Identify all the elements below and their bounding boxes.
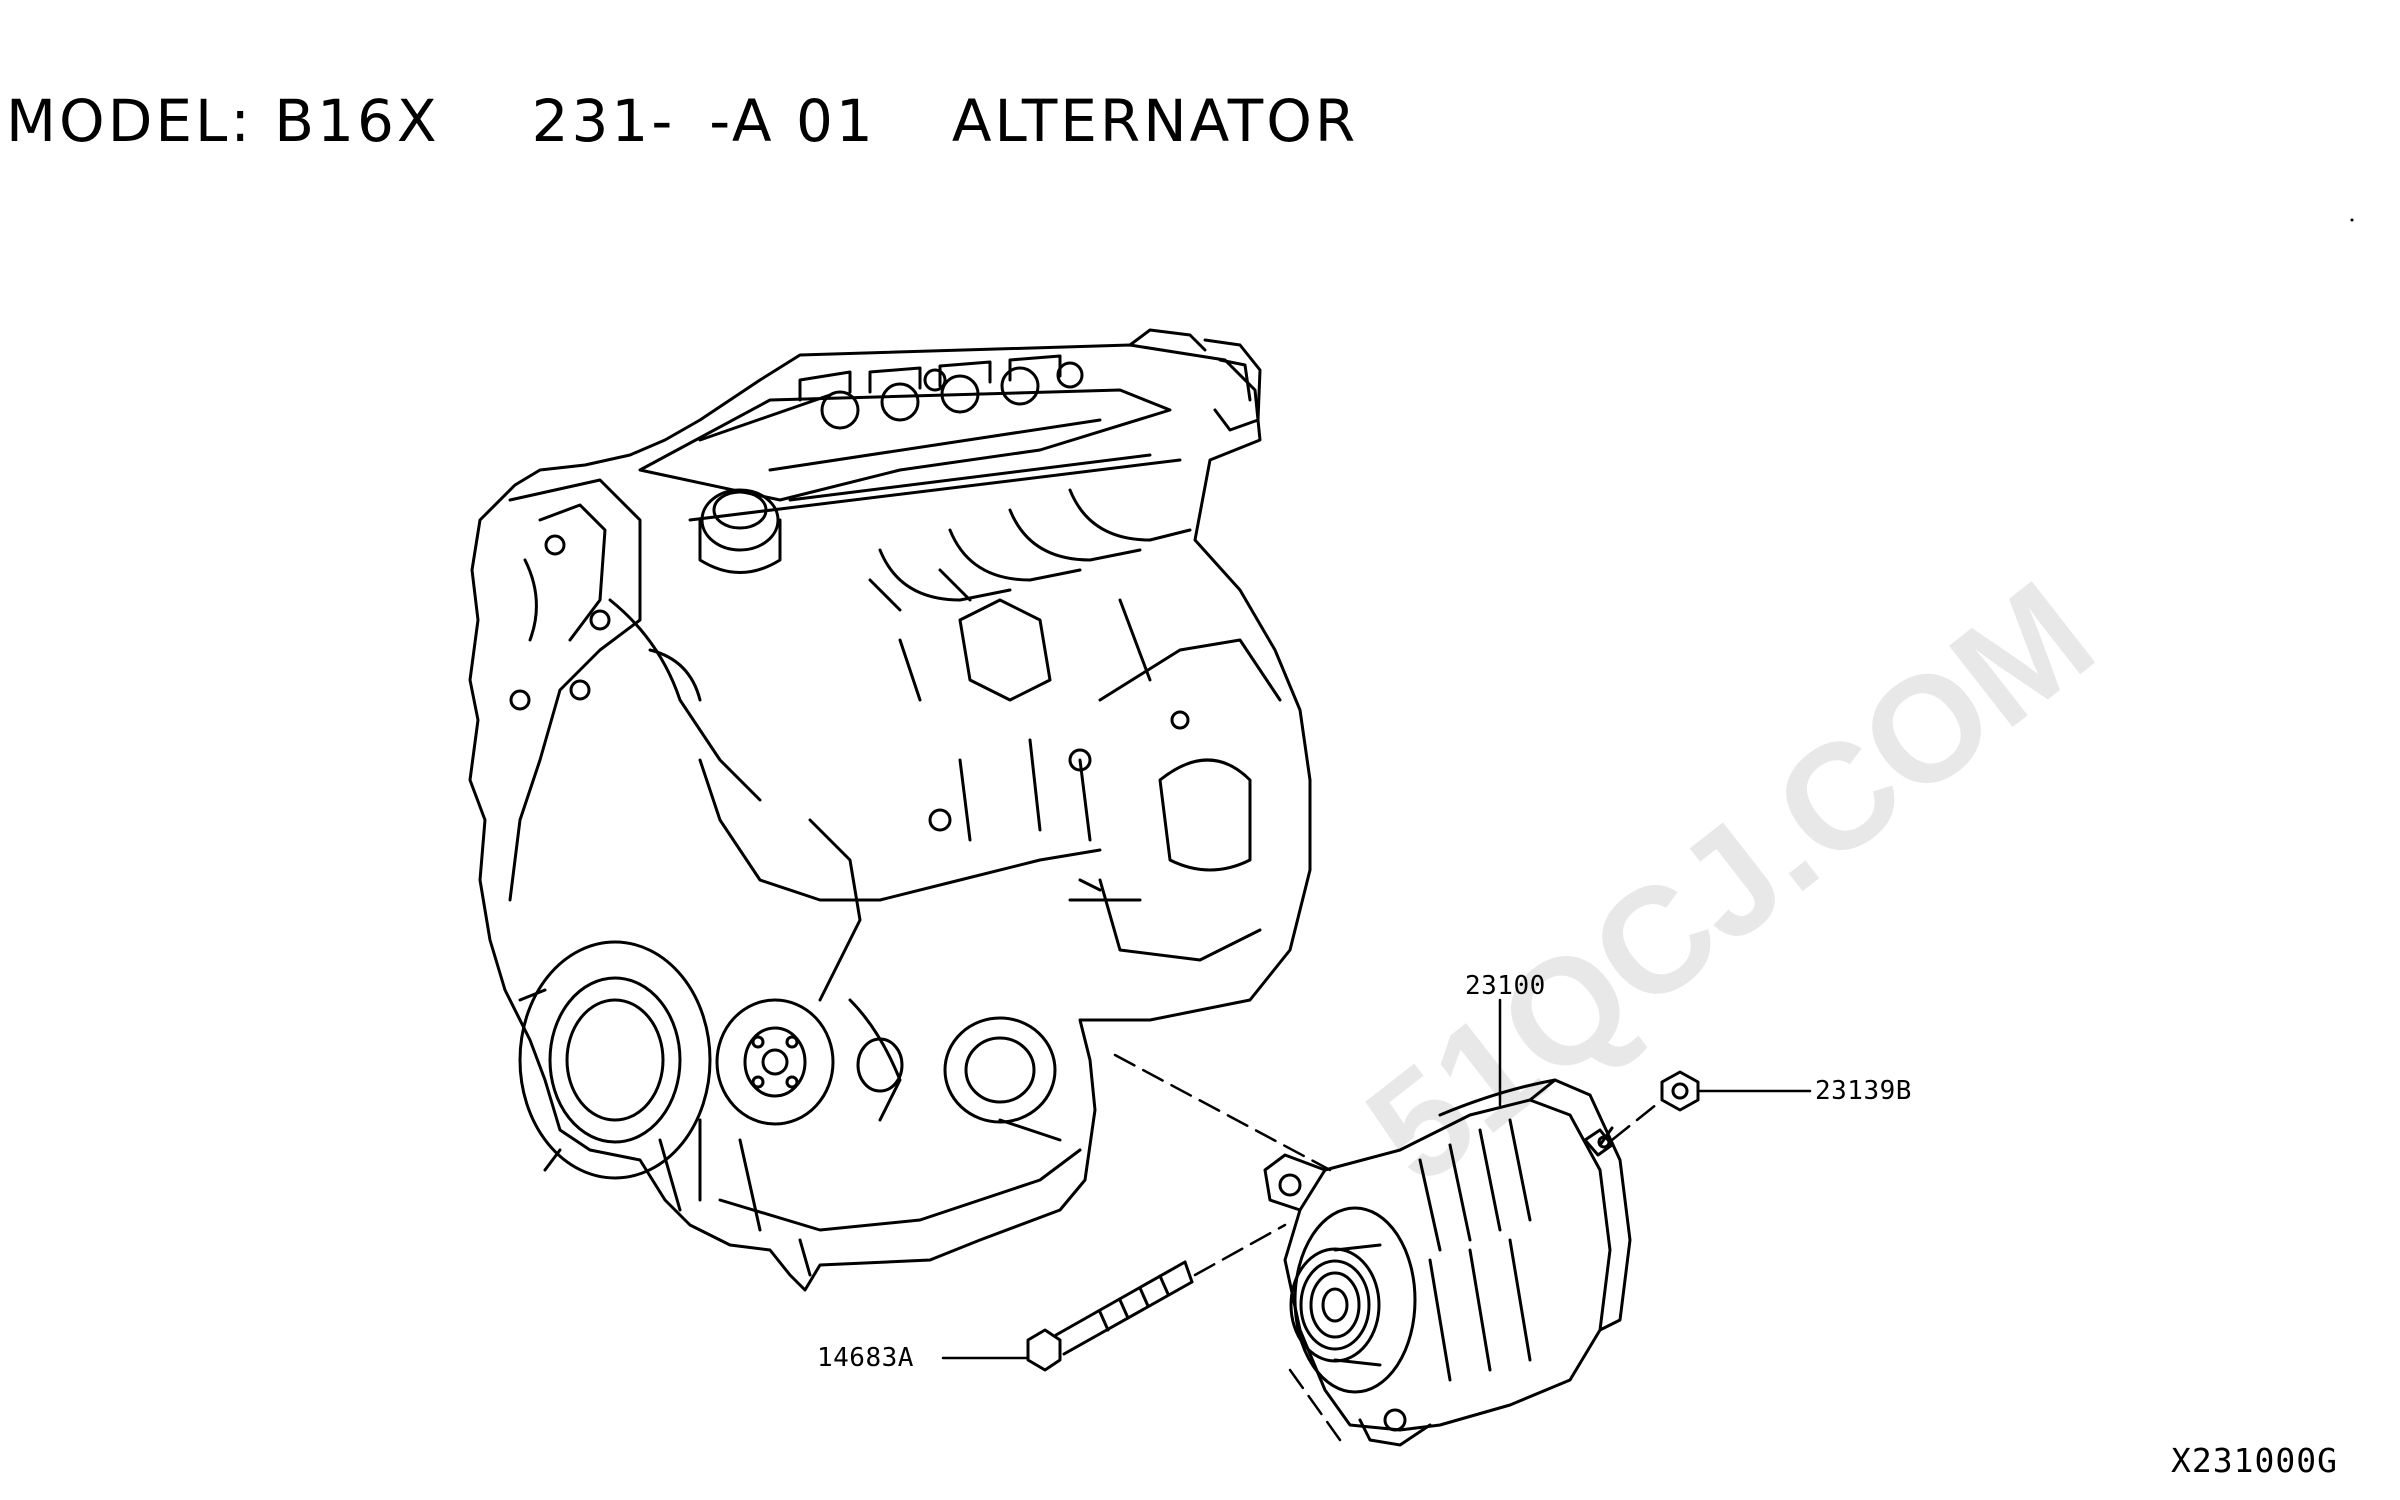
watermark: 51QCJ.COM (1336, 549, 2123, 1215)
diagram-title: ALTERNATOR (951, 87, 1359, 155)
callout-bolt: 14683A (817, 1343, 914, 1373)
stray-dot (2350, 218, 2354, 222)
engine-block (468, 328, 1312, 1292)
alternator-nut (1660, 1070, 1700, 1112)
model-label: MODEL: (6, 87, 253, 155)
leader-lines (941, 998, 1812, 1360)
variant-code: -A 01 (709, 87, 876, 155)
diagram-code: X231000G (2171, 1441, 2338, 1480)
alternator (1263, 1078, 1632, 1447)
alternator-bolt (1026, 1260, 1194, 1372)
callout-nut: 23139B (1815, 1076, 1912, 1106)
assembly-lines (1113, 1053, 1664, 1442)
model-code: B16X (274, 87, 440, 155)
callout-alternator: 23100 (1465, 971, 1546, 1001)
section-code: 231- (531, 87, 676, 155)
